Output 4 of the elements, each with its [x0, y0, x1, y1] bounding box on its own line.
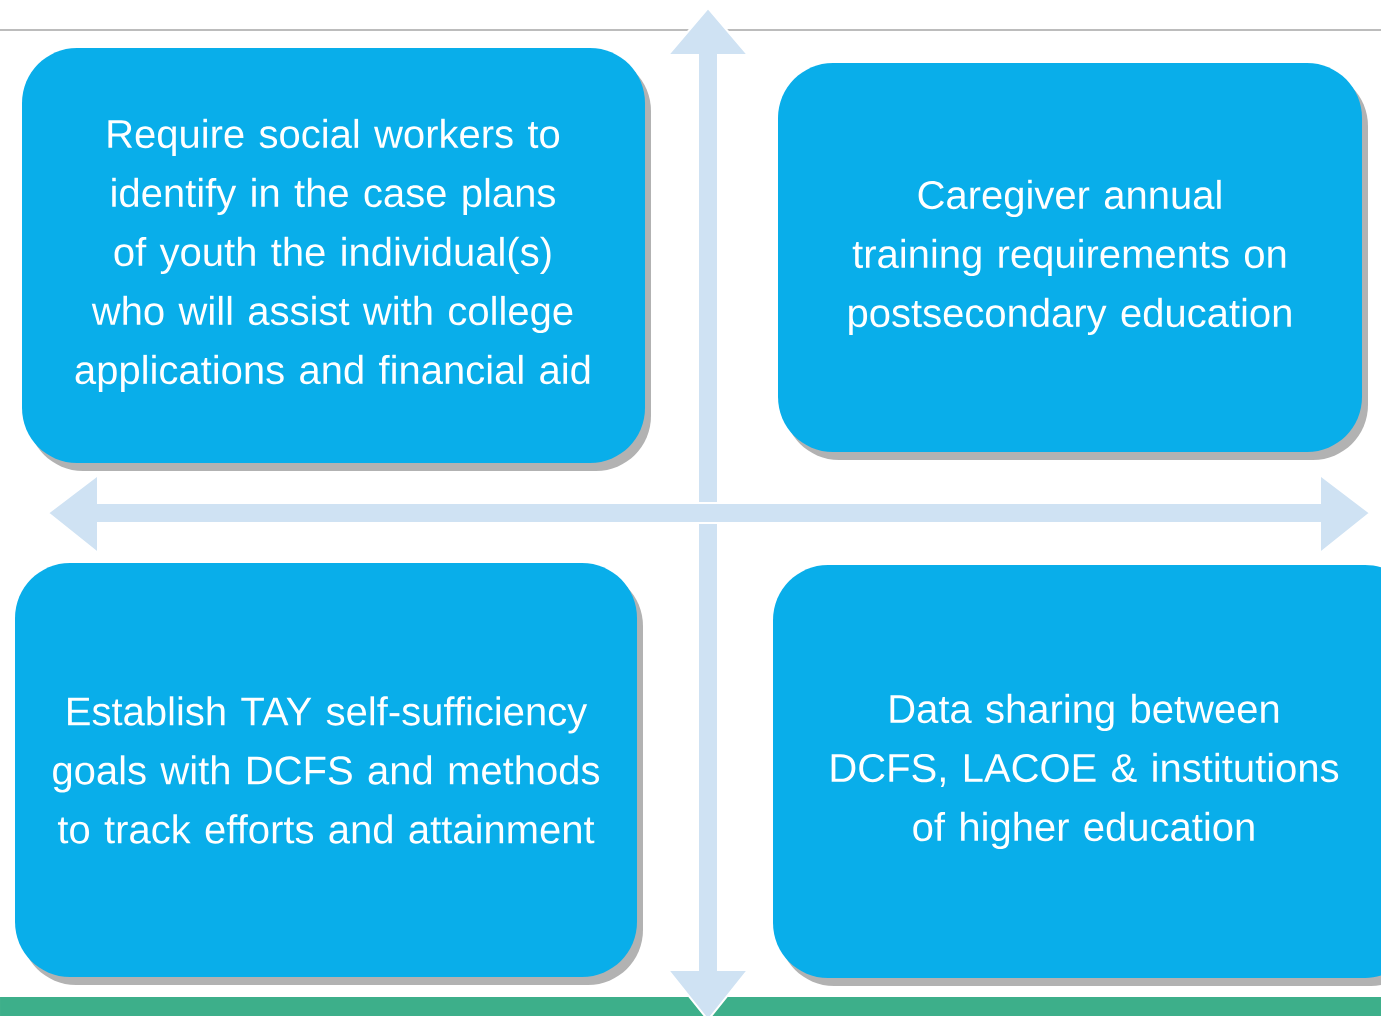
text-box: Data sharing between DCFS, LACOE & institutions of higher education — [773, 565, 1381, 986]
text-box: Caregiver annual training requirements on postsecondary education — [778, 63, 1368, 460]
text-box: Establish TAY self-sufficiency goals with DCFS and methods to track efforts and attainment — [15, 563, 643, 985]
text-box: Require social workers to identify in the case plans of youth the individual(s) who will assist with college applications and financial aid — [22, 48, 651, 471]
